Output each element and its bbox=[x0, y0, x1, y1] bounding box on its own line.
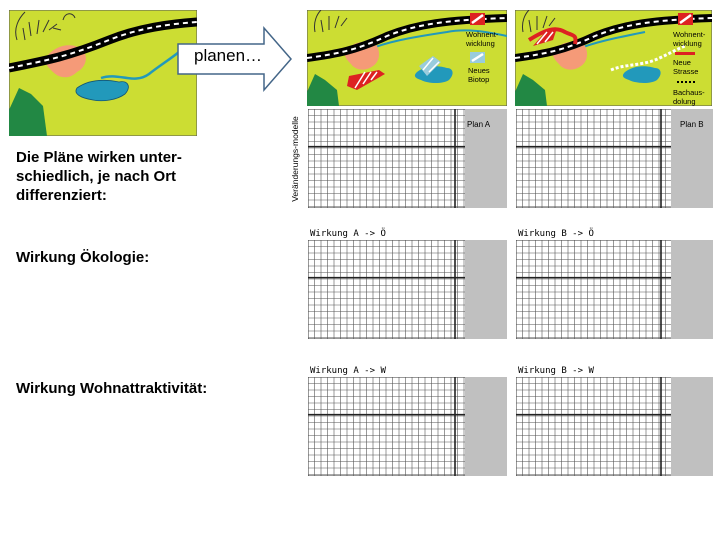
grid-effect-a-ecology bbox=[308, 240, 507, 339]
panel-title-effect-a-living: Wirkung A -> W bbox=[310, 366, 386, 376]
panel-title-effect-b-living: Wirkung B -> W bbox=[518, 366, 594, 376]
arrow-label: planen… bbox=[194, 46, 263, 65]
landscape-map-initial bbox=[9, 10, 197, 136]
grid-effect-b-ecology bbox=[516, 240, 713, 339]
living-label: Wirkung Wohnattraktivität: bbox=[16, 380, 208, 397]
vertical-label: Veränderungs-modelle bbox=[290, 116, 300, 202]
grid-effect-a-living bbox=[308, 377, 507, 476]
planning-arrow bbox=[177, 26, 292, 92]
panel-title-plan-b: Plan B bbox=[680, 120, 704, 129]
grid-plan-b bbox=[516, 109, 713, 208]
ecology-label: Wirkung Ökologie: bbox=[16, 249, 150, 266]
plans-text: Die Pläne wirken unter-schiedlich, je na… bbox=[16, 149, 182, 204]
map-a-biotope-label: Neues Biotop bbox=[468, 66, 490, 84]
map-b-street-label: Neue Strasse bbox=[673, 58, 699, 76]
map-b-residential-label: Wohnent-wicklung bbox=[673, 30, 706, 48]
grid-effect-b-living bbox=[516, 377, 713, 476]
landscape-map-plan-b bbox=[515, 10, 712, 106]
map-b-construction-label: Bachaus-dolung bbox=[673, 88, 705, 106]
panel-title-effect-a-ecology: Wirkung A -> Ö bbox=[310, 229, 386, 239]
map-a-residential-label: Wohnent-wicklung bbox=[466, 30, 499, 48]
grid-plan-a bbox=[308, 109, 507, 208]
panel-title-plan-a: Plan A bbox=[467, 120, 491, 129]
landscape-map-plan-a bbox=[307, 10, 507, 106]
panel-title-effect-b-ecology: Wirkung B -> Ö bbox=[518, 229, 594, 239]
